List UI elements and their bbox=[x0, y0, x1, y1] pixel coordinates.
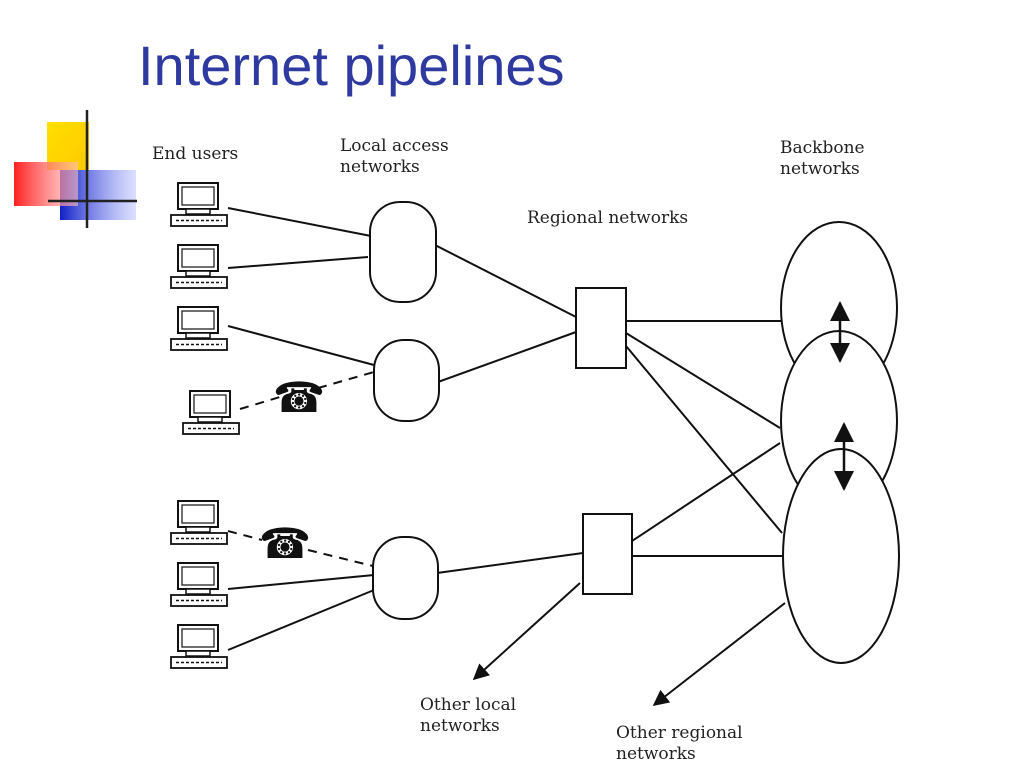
backbone-label: Backbone networks bbox=[780, 138, 865, 179]
link-regional1-backbone3 bbox=[625, 345, 783, 534]
end-users-label: End users bbox=[152, 144, 239, 164]
link-phone2-access3 bbox=[307, 549, 374, 567]
arrow-other-local bbox=[472, 582, 581, 681]
link-pc3-access2 bbox=[227, 325, 375, 366]
local-access-node-3 bbox=[372, 536, 439, 620]
computer-icon bbox=[170, 562, 228, 607]
link-phone1-access2 bbox=[317, 371, 375, 389]
other-local-label: Other local networks bbox=[420, 695, 517, 736]
local-access-networks bbox=[369, 201, 440, 620]
regional-networks-label: Regional networks bbox=[527, 208, 689, 228]
computer-icon bbox=[170, 182, 228, 227]
link-regional2-backbone2 bbox=[631, 442, 781, 542]
local-access-node-2 bbox=[373, 339, 440, 422]
computer-icon bbox=[170, 624, 228, 669]
regional-networks bbox=[575, 287, 633, 595]
local-access-label: Local access networks bbox=[340, 136, 449, 177]
telephones: ☎ ☎ bbox=[259, 373, 325, 568]
backbone-ellipse-3 bbox=[782, 448, 900, 664]
link-access2-regional1 bbox=[437, 331, 577, 383]
arrow-other-regional bbox=[652, 602, 786, 706]
link-pc2-access1 bbox=[227, 256, 369, 269]
end-user-computers bbox=[170, 182, 240, 669]
computer-icon bbox=[170, 306, 228, 351]
connection-lines bbox=[227, 207, 786, 706]
link-pc6-access3 bbox=[227, 574, 375, 590]
link-access1-regional1 bbox=[434, 244, 577, 318]
link-regional1-backbone2 bbox=[625, 332, 781, 429]
telephone-icon: ☎ bbox=[259, 519, 311, 568]
backbone-arrows bbox=[830, 301, 854, 491]
link-pc5-phone2 bbox=[227, 530, 263, 541]
other-regional-label: Other regional networks bbox=[616, 723, 743, 764]
local-access-node-1 bbox=[369, 201, 437, 303]
regional-node-2 bbox=[582, 513, 633, 595]
telephone-icon: ☎ bbox=[273, 373, 325, 422]
computer-icon bbox=[182, 390, 240, 435]
link-access3-regional2 bbox=[436, 552, 584, 574]
link-pc1-access1 bbox=[227, 207, 372, 237]
corner-decoration bbox=[14, 110, 137, 228]
computer-icon bbox=[170, 244, 228, 289]
computer-icon bbox=[170, 500, 228, 545]
backbone-networks bbox=[780, 221, 900, 664]
link-pc7-access3 bbox=[227, 589, 375, 651]
link-pc4-phone1 bbox=[239, 396, 281, 410]
deco-red-square bbox=[14, 162, 78, 206]
regional-node-1 bbox=[575, 287, 627, 369]
slide-title: Internet pipelines bbox=[138, 34, 565, 97]
